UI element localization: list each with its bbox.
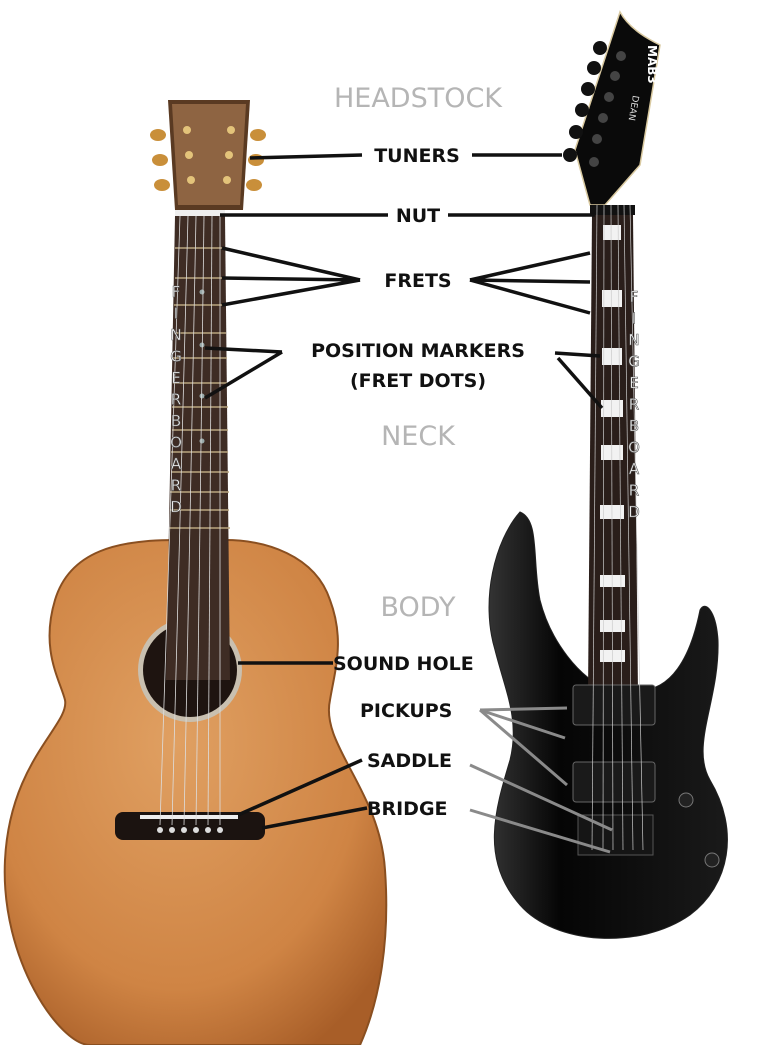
label-bridge: BRIDGE	[367, 798, 448, 820]
label-pickups: PICKUPS	[360, 700, 452, 722]
leader-lines-black	[204, 153, 604, 830]
headstock-brand: DEAN	[626, 94, 640, 121]
label-saddle: SADDLE	[367, 750, 452, 772]
electric-guitar: MAB3 DEAN	[488, 10, 728, 939]
fingerboard-letter: D	[170, 498, 182, 516]
section-body: BODY	[380, 592, 456, 623]
label-frets: FRETS	[384, 270, 451, 292]
fingerboard-letter: R	[171, 477, 181, 495]
acoustic-fingerboard	[166, 216, 230, 680]
fingerboard-letter: E	[629, 374, 638, 392]
headstock-logo: MAB3	[645, 45, 659, 84]
label-nut: NUT	[396, 205, 440, 227]
acoustic-body	[3, 539, 388, 1045]
fingerboard-letter: I	[632, 310, 636, 328]
label-tuners: TUNERS	[374, 145, 460, 167]
fingerboard-letter: A	[629, 460, 640, 478]
section-neck: NECK	[381, 421, 456, 452]
fingerboard-letter: F	[172, 283, 181, 301]
label-sound-hole: SOUND HOLE	[333, 653, 474, 675]
leader-lines-gray	[469, 706, 613, 854]
fingerboard-letter: R	[171, 391, 181, 409]
fingerboard-letter: I	[174, 305, 178, 323]
fingerboard-letter: G	[628, 353, 640, 371]
fingerboard-letter: B	[629, 417, 639, 435]
fingerboard-letter: R	[629, 396, 639, 414]
acoustic-nut	[175, 210, 225, 216]
fingerboard-letter: R	[629, 482, 639, 500]
label-position-markers: POSITION MARKERS	[311, 340, 525, 362]
fingerboard-letter: A	[171, 455, 182, 473]
label-fret-dots: (FRET DOTS)	[350, 370, 486, 392]
fingerboard-letter: O	[170, 434, 182, 452]
section-headstock: HEADSTOCK	[334, 83, 503, 114]
electric-nut	[590, 205, 635, 215]
fingerboard-letter: G	[170, 348, 182, 366]
fingerboard-letter: N	[628, 331, 639, 349]
fingerboard-letter: E	[171, 369, 180, 387]
fingerboard-letter: D	[628, 503, 640, 521]
fingerboard-letter: N	[170, 326, 181, 344]
fingerboard-letter: B	[171, 412, 181, 430]
acoustic-saddle	[140, 815, 238, 819]
fingerboard-letter: F	[630, 288, 639, 306]
electric-tuners	[563, 41, 607, 162]
acoustic-guitar	[3, 100, 388, 1045]
fingerboard-letter: O	[628, 439, 640, 457]
